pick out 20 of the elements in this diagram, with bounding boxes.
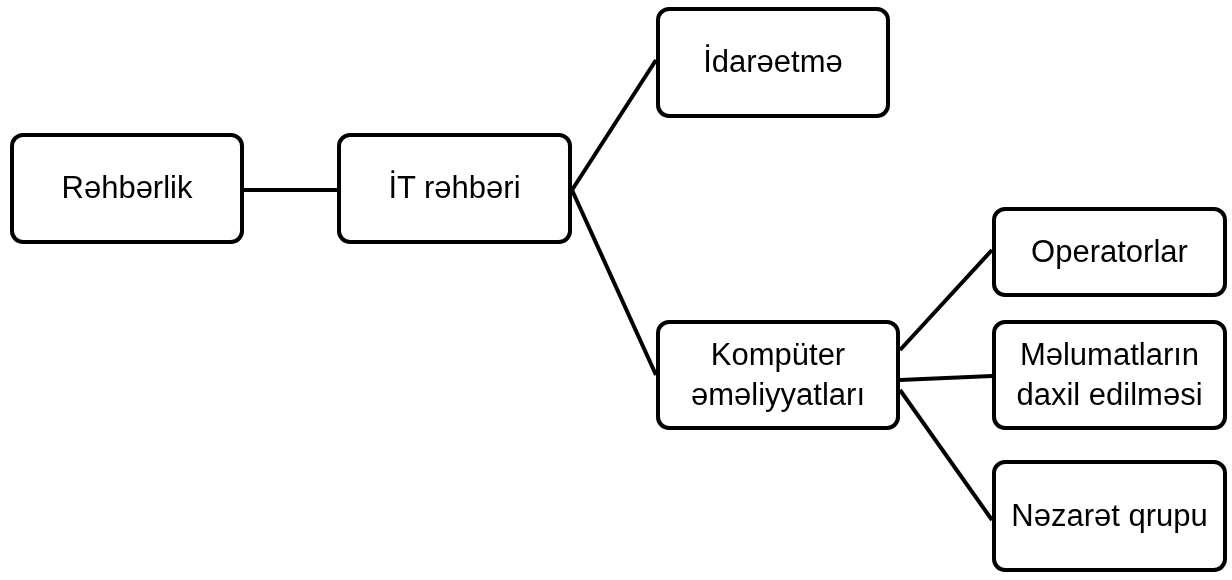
node-label: Rəhbərlik [60, 169, 194, 208]
connector-line [898, 248, 994, 352]
org-box [10, 133, 244, 244]
org-box [992, 460, 1227, 572]
connector-line [570, 58, 658, 192]
org-box [337, 133, 572, 244]
connector-line [899, 374, 993, 382]
org-box [992, 207, 1227, 297]
node-label: Məlumatların daxil edilməsi [1015, 335, 1204, 414]
node-label: İdarəetmə [702, 43, 844, 82]
connector-line [570, 189, 658, 376]
node-label: Operatorlar [1030, 232, 1189, 271]
node-label: Nəzarət qrupu [1010, 496, 1209, 535]
org-box [656, 7, 890, 118]
node-label: Kompüter əməliyyatları [690, 335, 866, 414]
org-box [656, 320, 900, 430]
connector-line [244, 188, 337, 192]
connector-line [898, 388, 994, 522]
node-label: İT rəhbəri [387, 169, 522, 208]
org-box [992, 320, 1227, 430]
